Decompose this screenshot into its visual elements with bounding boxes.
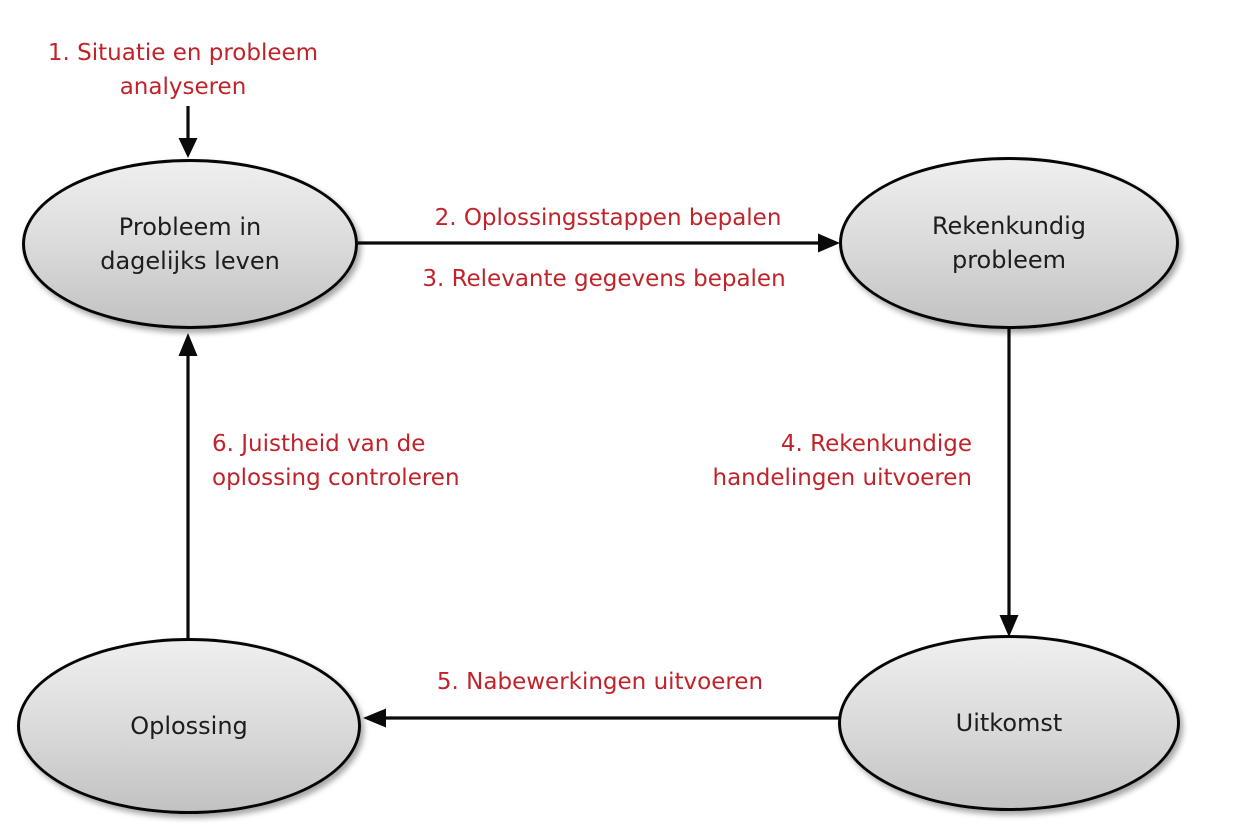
arrow-problem-to-arithmetic	[358, 233, 840, 253]
node-rekenkundig-probleem: Rekenkundig probleem	[839, 157, 1179, 329]
step-label-5-nabewerkingen-uitvoeren: 5. Nabewerkingen uitvoeren	[436, 669, 764, 695]
step-label-1-situatie-en-probleem-analyseren: 1. Situatie en probleem analyseren	[47, 40, 319, 100]
node-label-oplossing: Oplossing	[130, 712, 248, 740]
arrow-arithmetic-to-outcome	[999, 328, 1019, 637]
node-label-probleem-in-dagelijks-leven: Probleem in dagelijks leven	[100, 213, 280, 275]
arrow-step1-down	[178, 106, 198, 158]
node-oplossing: Oplossing	[17, 638, 361, 814]
node-label-uitkomst: Uitkomst	[955, 709, 1063, 737]
step-label-2-oplossingsstappen-bepalen: 2. Oplossingsstappen bepalen	[434, 205, 782, 231]
step-label-3-relevante-gegevens-bepalen: 3. Relevante gegevens bepalen	[422, 266, 786, 292]
node-uitkomst: Uitkomst	[838, 635, 1180, 811]
arrow-outcome-to-solution	[363, 708, 843, 728]
node-label-rekenkundig-probleem: Rekenkundig probleem	[931, 212, 1087, 274]
node-probleem-in-dagelijks-leven: Probleem in dagelijks leven	[22, 159, 358, 329]
arrow-solution-to-problem	[178, 333, 198, 638]
step-label-4-rekenkundige-handelingen-uitvoeren: 4. Rekenkundige handelingen uitvoeren	[712, 431, 973, 491]
step-label-6-juistheid-van-de-oplossing-controleren: 6. Juistheid van de oplossing controlere…	[212, 431, 460, 491]
